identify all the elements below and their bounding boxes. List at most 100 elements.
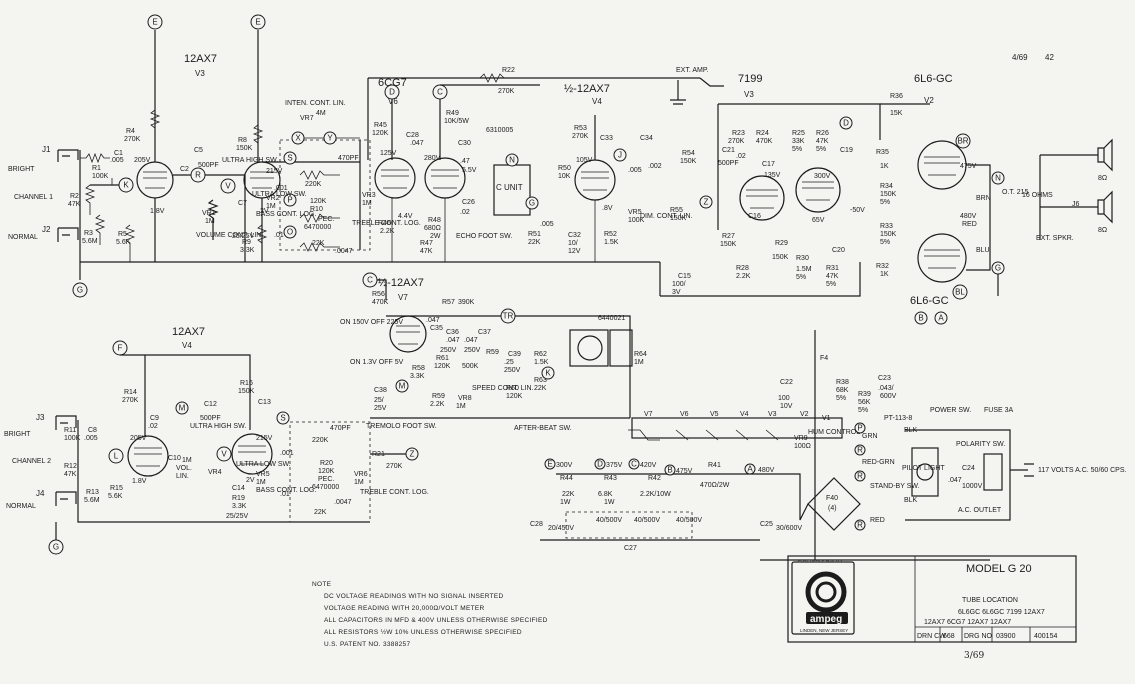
ampeg-logo: ampeg [805,571,848,625]
svg-text:280V: 280V [424,155,441,162]
output-transformer-label: O.T. 215 [1002,189,1029,196]
svg-text:R47: R47 [420,240,433,247]
svg-text:205V: 205V [134,157,151,164]
svg-text:E: E [255,18,260,27]
svg-text:C22: C22 [780,379,793,386]
tube-location-title: TUBE LOCATION [962,597,1018,604]
svg-text:.0047: .0047 [334,499,352,506]
svg-text:R34: R34 [880,183,893,190]
svg-text:120K: 120K [506,393,523,400]
svg-text:R42: R42 [648,475,661,482]
svg-text:3V: 3V [672,289,681,296]
part-number-6440021: 6440021 [598,315,625,322]
tube-label-v4-ch2-type: 12AX7 [172,326,205,338]
svg-text:R12: R12 [64,463,77,470]
svg-text:1K: 1K [880,271,889,278]
ohms-16-label: 16 OHMS [1022,192,1053,199]
svg-text:3.3K: 3.3K [232,503,247,510]
svg-text:R29: R29 [775,240,788,247]
tube-7199 [739,167,841,221]
svg-text:47K: 47K [826,273,839,280]
svg-text:P: P [287,196,292,205]
tube-label-7199-ref: V3 [744,90,754,99]
bass-cont-label-ch1: BASS CONT. LOG. [256,211,316,218]
svg-text:C: C [367,276,373,285]
svg-text:1M: 1M [266,203,276,210]
rectifier-bridge [807,477,861,531]
svg-text:R4: R4 [126,128,135,135]
svg-text:135V: 135V [764,172,781,179]
svg-text:R41: R41 [708,462,721,469]
svg-text:C38: C38 [374,387,387,394]
svg-text:47K: 47K [68,201,81,208]
svg-text:1W: 1W [604,499,615,506]
svg-text:F: F [118,344,123,353]
tube-v4b-ch2 [231,433,273,475]
power-switch-label: POWER SW. [930,407,971,414]
svg-text:B: B [667,466,672,475]
svg-text:1.5K: 1.5K [534,359,549,366]
svg-text:215V: 215V [256,435,273,442]
svg-text:4.4V: 4.4V [398,213,413,220]
tube-v4-top [574,159,616,201]
power-tap-v2: V2 [800,411,809,418]
input-jack-j2 [57,227,79,242]
pec-label-ch1: PEC. [318,216,334,223]
svg-text:1M: 1M [182,457,192,464]
svg-text:5.6M: 5.6M [84,497,100,504]
svg-text:C21: C21 [722,147,735,154]
svg-text:C15: C15 [678,273,691,280]
input-ch2-bright: BRIGHT [4,431,31,438]
svg-text:.047: .047 [410,140,424,147]
drawn-number: 668 [943,633,955,640]
svg-text:C7: C7 [238,200,247,207]
svg-text:N: N [509,156,515,165]
svg-text:10/: 10/ [568,240,578,247]
schematic-date: 4/69 [1012,53,1028,62]
svg-text:R3: R3 [84,230,93,237]
svg-text:2V: 2V [246,477,255,484]
svg-text:150K: 150K [670,215,687,222]
svg-text:C5: C5 [194,147,203,154]
speaker-8ohm-b [1097,190,1113,224]
svg-text:R60: R60 [506,385,519,392]
svg-text:150K: 150K [236,145,253,152]
svg-text:TR: TR [503,312,514,321]
svg-text:C1: C1 [114,150,123,157]
note-line-2: VOLTAGE READING WITH 20,000Ω/VOLT METER [324,605,485,612]
svg-text:VR3: VR3 [362,192,376,199]
svg-text:R56: R56 [372,291,385,298]
svg-text:5%: 5% [816,146,826,153]
note-line-1: DC VOLTAGE READINGS WITH NO SIGNAL INSER… [324,593,504,600]
tube-label-v6-type: 6CG7 [378,77,407,89]
svg-text:A: A [938,314,944,323]
svg-text:4M: 4M [316,110,326,117]
svg-text:5%: 5% [880,239,890,246]
tube-v6b [424,157,466,199]
svg-text:R5: R5 [118,231,127,238]
tube-label-6l6-v1-type: 6L6-GC [910,295,949,307]
voltage-475: 475V [676,468,693,475]
svg-text:.47: .47 [460,158,470,165]
svg-text:.047: .047 [948,477,962,484]
input-label-j2: J2 [42,225,51,234]
input-ch2-name: CHANNEL 2 [12,458,51,465]
notes-title: NOTE [312,581,332,588]
svg-text:O: O [287,228,293,237]
svg-text:R50: R50 [558,165,571,172]
tube-v4-ch2 [127,435,169,477]
tremolo-foot-label: TREMOLO FOOT SW. [366,423,437,430]
svg-text:C35: C35 [430,325,443,332]
svg-text:6.8K: 6.8K [598,491,613,498]
svg-text:220K: 220K [312,437,329,444]
svg-text:VR5: VR5 [628,209,642,216]
svg-text:475V: 475V [960,163,977,170]
svg-text:C24: C24 [962,465,975,472]
pec-label-ch2: PEC. [318,476,334,483]
svg-text:M: M [399,382,406,391]
bias-voltage-label: -50V [850,207,865,214]
svg-text:.02: .02 [148,423,158,430]
svg-text:500K: 500K [462,363,479,370]
svg-text:120K: 120K [310,198,327,205]
svg-text:.005: .005 [540,221,554,228]
